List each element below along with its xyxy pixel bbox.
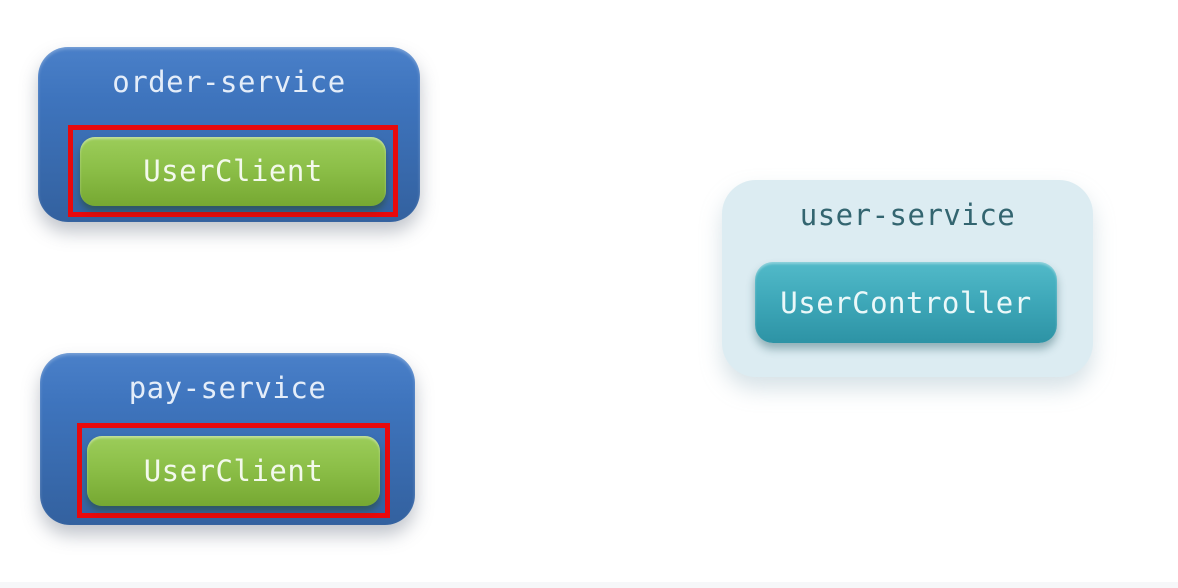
service-box-order-service: order-service UserClient [38,47,420,222]
frame-bottom-strip [0,582,1178,588]
red-highlight-rect-pay: UserClient [77,423,390,518]
component-chip-userclient-pay: UserClient [87,435,380,506]
red-highlight-rect-order: UserClient [68,125,398,217]
service-box-pay-service: pay-service UserClient [40,353,415,525]
service-box-user-service: user-service UserController [722,180,1093,377]
component-chip-usercontroller: UserController [755,262,1057,343]
service-title-pay-service: pay-service [128,371,327,405]
component-chip-userclient-order: UserClient [80,136,386,206]
service-title-order-service: order-service [112,65,346,99]
service-title-user-service: user-service [799,198,1016,232]
